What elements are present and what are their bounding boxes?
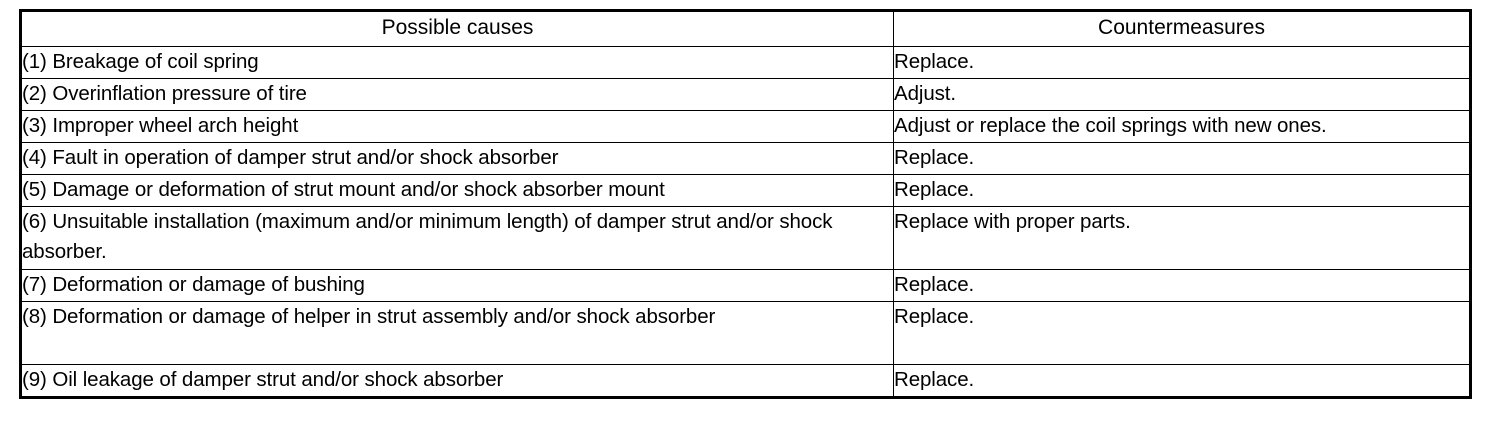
cell-possible-cause: (6) Unsuitable installation (maximum and… (21, 206, 894, 270)
countermeasure-text: Replace. (894, 50, 975, 73)
troubleshooting-table: Possible causes Countermeasures (1) Brea… (19, 9, 1472, 399)
cell-countermeasure: Adjust or replace the coil springs with … (893, 110, 1470, 143)
cell-countermeasure: Replace. (893, 269, 1470, 302)
cell-possible-cause: (5) Damage or deformation of strut mount… (21, 174, 894, 207)
cell-possible-cause: (1) Breakage of coil spring (21, 46, 894, 79)
cell-countermeasure: Replace. (893, 364, 1470, 397)
table-row: (5) Damage or deformation of strut mount… (21, 174, 1470, 207)
cell-countermeasure: Replace. (893, 142, 1470, 175)
table-row: (6) Unsuitable installation (maximum and… (21, 206, 1470, 270)
countermeasure-text: Replace. (894, 178, 975, 201)
table-header-row: Possible causes Countermeasures (21, 11, 1470, 47)
possible-cause-text: (2) Overinflation pressure of tire (22, 82, 307, 105)
table-row: (9) Oil leakage of damper strut and/or s… (21, 364, 1470, 397)
cell-countermeasure: Replace. (893, 46, 1470, 79)
cell-countermeasure: Replace. (893, 301, 1470, 365)
table-row: (3) Improper wheel arch height Adjust or … (21, 110, 1470, 143)
table-row: (4) Fault in operation of damper strut a… (21, 142, 1470, 175)
countermeasure-text: Adjust or replace the coil springs with … (894, 114, 1327, 137)
table-row: (2) Overinflation pressure of tire Adjust… (21, 78, 1470, 111)
possible-cause-text: (8) Deformation or damage of helper in s… (22, 305, 716, 328)
column-header-countermeasures: Countermeasures (893, 11, 1470, 47)
countermeasure-text: Replace. (894, 273, 975, 296)
possible-cause-text: (6) Unsuitable installation (maximum and… (22, 210, 839, 263)
possible-cause-text: (1) Breakage of coil spring (22, 50, 259, 73)
table-row: (8) Deformation or damage of helper in s… (21, 301, 1470, 365)
table-row: (1) Breakage of coil spring Replace. (21, 46, 1470, 79)
cell-countermeasure: Adjust. (893, 78, 1470, 111)
table-header: Possible causes Countermeasures (21, 11, 1470, 47)
possible-cause-text: (9) Oil leakage of damper strut and/or s… (22, 368, 504, 391)
table-row: (7) Deformation or damage of bushing Repl… (21, 269, 1470, 302)
countermeasure-text: Replace. (894, 368, 975, 391)
cell-countermeasure: Replace. (893, 174, 1470, 207)
cell-possible-cause: (7) Deformation or damage of bushing (21, 269, 894, 302)
cell-possible-cause: (3) Improper wheel arch height (21, 110, 894, 143)
cell-possible-cause: (9) Oil leakage of damper strut and/or s… (21, 364, 894, 397)
countermeasure-text: Replace with proper parts. (894, 210, 1131, 233)
possible-cause-text: (5) Damage or deformation of strut mount… (22, 178, 665, 201)
cell-possible-cause: (4) Fault in operation of damper strut a… (21, 142, 894, 175)
cell-possible-cause: (8) Deformation or damage of helper in s… (21, 301, 894, 365)
countermeasure-text: Adjust. (894, 82, 956, 105)
possible-cause-text: (4) Fault in operation of damper strut a… (22, 146, 559, 169)
cell-countermeasure: Replace with proper parts. (893, 206, 1470, 270)
cell-possible-cause: (2) Overinflation pressure of tire (21, 78, 894, 111)
countermeasure-text: Replace. (894, 305, 975, 328)
countermeasure-text: Replace. (894, 146, 975, 169)
column-header-possible-causes: Possible causes (21, 11, 894, 47)
possible-cause-text: (7) Deformation or damage of bushing (22, 273, 365, 296)
possible-cause-text: (3) Improper wheel arch height (22, 114, 299, 137)
